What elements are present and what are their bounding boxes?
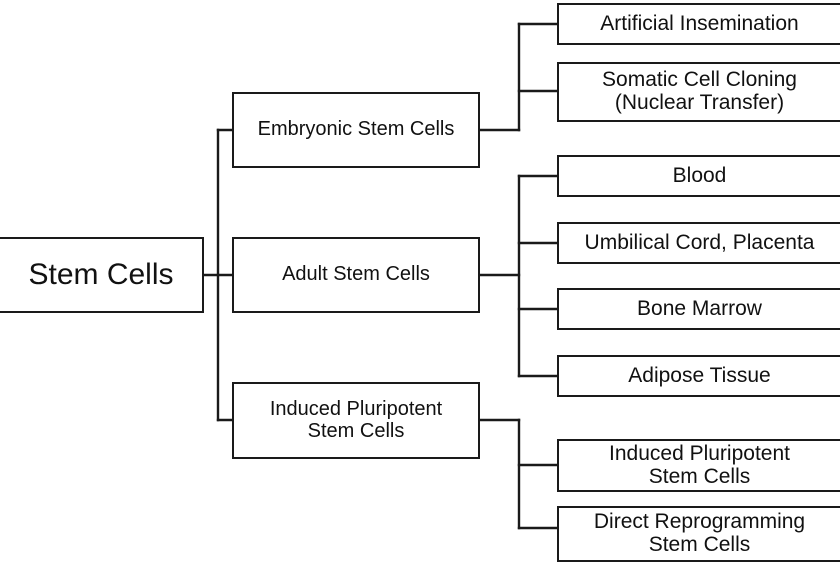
category-node-adult: Adult Stem Cells [232, 237, 480, 313]
category-node-induced-pluripotent: Induced Pluripotent Stem Cells [232, 382, 480, 459]
leaf-node-bone-marrow: Bone Marrow [557, 288, 840, 330]
leaf-node-direct-reprogramming-stem-cells: Direct Reprogramming Stem Cells [557, 506, 840, 562]
leaf-node-induced-pluripotent-stem-cells: Induced Pluripotent Stem Cells [557, 439, 840, 492]
leaf-node-blood: Blood [557, 155, 840, 197]
root-node-stem-cells: Stem Cells [0, 237, 204, 313]
leaf-node-somatic-cell-cloning: Somatic Cell Cloning (Nuclear Transfer) [557, 62, 840, 122]
category-node-embryonic: Embryonic Stem Cells [232, 92, 480, 168]
leaf-node-umbilical-cord-placenta: Umbilical Cord, Placenta [557, 222, 840, 264]
leaf-node-artificial-insemination: Artificial Insemination [557, 3, 840, 45]
leaf-node-adipose-tissue: Adipose Tissue [557, 355, 840, 397]
